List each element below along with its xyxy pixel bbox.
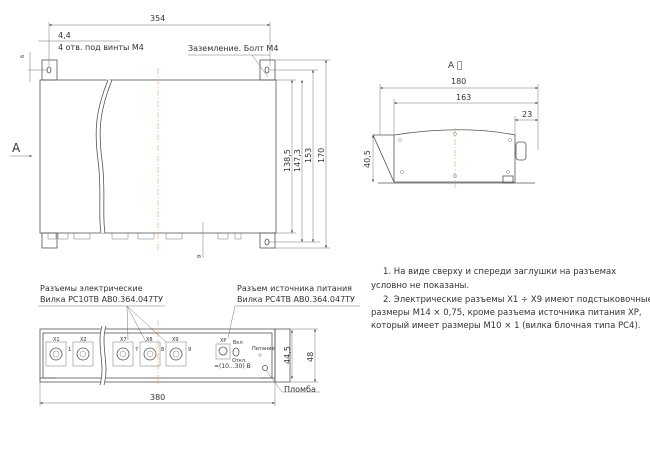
connector-x7: Х7	[112, 337, 134, 367]
ground-bolt	[264, 66, 270, 74]
mount-tab-right-bottom	[259, 232, 276, 249]
front-view: Разъемы электрические Вилка РС10ТВ АВ0.3…	[38, 284, 360, 406]
power-label-2: Вилка РС4ТВ АВ0.364.047ТУ	[237, 295, 355, 304]
connectors-label-2: Вилка РС10ТВ АВ0.364.047ТУ	[40, 295, 163, 304]
indicator-number: 8	[161, 347, 164, 353]
dim-h4: 170	[317, 148, 326, 163]
note-1-line-1: 1. На виде сверху и спереди заглушки на …	[383, 267, 616, 277]
note-2-line-2: размеры М14 × 0,75, кроме разъема источн…	[371, 308, 642, 318]
break-line	[99, 79, 113, 234]
mount-tab-left-bottom	[41, 232, 58, 249]
notes: 1. На виде сверху и спереди заглушки на …	[371, 267, 650, 331]
holes-label: 4 отв. под винты М4	[58, 43, 144, 52]
dim-width: 380	[150, 393, 165, 402]
dim-h1: 44,5	[283, 346, 292, 364]
note-2-line-1: 2. Электрические разъемы Х1 ÷ Х9 имеют п…	[383, 295, 650, 305]
dim-total: 180	[451, 77, 466, 86]
svg-text:Х7: Х7	[120, 337, 127, 343]
indicator-number: 1	[68, 347, 71, 353]
front-housing	[39, 328, 276, 383]
break-gap	[95, 79, 113, 234]
top-view: 354 4,4 4 отв. под винты М4 Заземление. …	[10, 14, 330, 258]
indicator-number: 7	[135, 347, 138, 353]
switch-off-label: Откл.	[232, 358, 247, 364]
dim-length: 354	[150, 14, 165, 23]
note-2-line-3: который имеет размеры М10 × 1 (вилка бло…	[371, 321, 640, 331]
power-connector: ХР	[215, 338, 231, 360]
dim-h2: 147,3	[293, 149, 302, 172]
power-indicator-label: Питание	[252, 346, 275, 352]
svg-text:Х8: Х8	[146, 337, 153, 343]
svg-text:ХР: ХР	[220, 338, 226, 344]
break-line	[95, 79, 109, 234]
dim-body: 163	[456, 93, 471, 102]
dim-tab: 6	[20, 55, 26, 58]
power-indicator-led	[258, 353, 262, 357]
seal	[262, 365, 268, 371]
note-1-line-2: условно не показаны.	[371, 281, 469, 291]
dim-connector: 9	[197, 255, 203, 258]
dim-h1: 138,5	[283, 149, 292, 172]
connector-stubs	[47, 233, 242, 240]
side-switch	[502, 175, 514, 184]
dim-hole-offset: 4,4	[58, 31, 71, 40]
ground-label: Заземление. Болт М4	[188, 44, 278, 53]
side-view: А ⃞ 180 163 23 40,5	[363, 61, 539, 188]
connector-x1: Х1	[45, 337, 67, 367]
svg-text:Х9: Х9	[172, 337, 179, 343]
seal-label: Пломба	[284, 385, 316, 394]
side-view-title: А ⃞	[448, 61, 462, 71]
dim-connector: 23	[522, 110, 532, 119]
dim-height: 40,5	[363, 150, 372, 168]
power-label-1: Разъем источника питания	[237, 284, 352, 293]
connector-x2: Х2	[72, 337, 94, 367]
svg-text:Х1: Х1	[53, 337, 60, 343]
front-panel	[42, 332, 273, 379]
height-dims	[262, 59, 330, 249]
view-arrow-label: А	[12, 141, 21, 155]
power-switch	[232, 347, 240, 357]
indicator-number: 9	[188, 347, 191, 353]
voltage-label: =(10...30) В	[214, 363, 251, 370]
connector-x8: Х8	[139, 337, 161, 367]
side-connector	[515, 141, 527, 161]
side-screws	[398, 132, 512, 178]
switch-on-label: Вкл	[233, 340, 243, 346]
dim-h2: 48	[306, 352, 315, 362]
connectors-label-1: Разъемы электрические	[40, 284, 143, 293]
svg-text:Х2: Х2	[80, 337, 87, 343]
connector-x9: Х9	[165, 337, 187, 367]
dim-h3: 153	[304, 148, 313, 163]
